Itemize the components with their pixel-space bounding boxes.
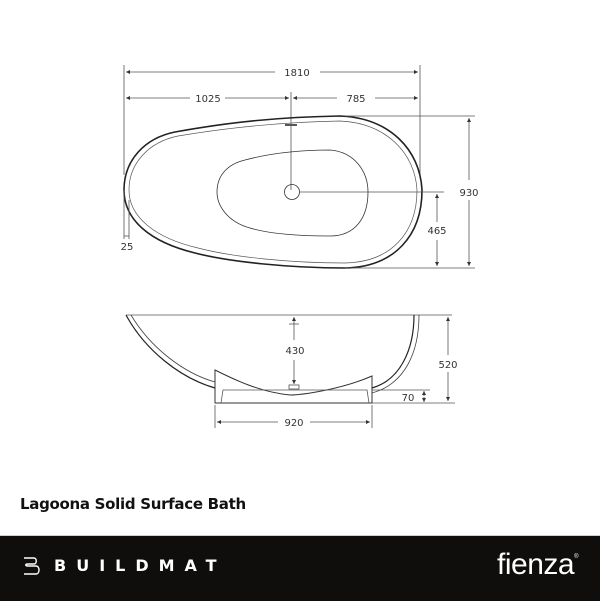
product-title: Lagoona Solid Surface Bath [20,495,246,513]
elevation-view: 430 520 70 920 [125,314,458,429]
bath-outline-outer [123,115,423,269]
footer-bar: BUILDMAT fienza® [0,535,600,601]
plan-view: 1810 1025 785 930 465 25 [121,65,479,269]
dim-overall-height: 520 [438,360,457,371]
dim-overall-width: 930 [459,188,478,199]
dim-rim-thickness: 25 [121,242,134,253]
buildmat-brand: BUILDMAT [54,556,227,575]
dim-plinth-height: 70 [402,393,415,404]
fienza-brand: fienza [497,548,575,581]
waste-outlet-icon [284,184,300,200]
dim-waste-to-front: 465 [427,226,446,237]
dim-overflow-height: 430 [285,346,304,357]
dim-plinth-length: 920 [284,418,303,429]
buildmat-logo: BUILDMAT [22,556,227,575]
buildmat-b-icon [24,556,40,575]
bath-side-outer [125,314,216,389]
dim-waste-to-left: 1025 [195,94,220,105]
bath-basin [216,149,369,237]
fienza-logo: fienza® [497,548,578,582]
technical-drawing: 1810 1025 785 930 465 25 [121,65,479,429]
dim-overall-length: 1810 [284,68,309,79]
registered-mark: ® [574,554,578,560]
bath-plinth [214,369,373,404]
dim-waste-to-right: 785 [346,94,365,105]
bath-outline-inner [128,120,418,264]
